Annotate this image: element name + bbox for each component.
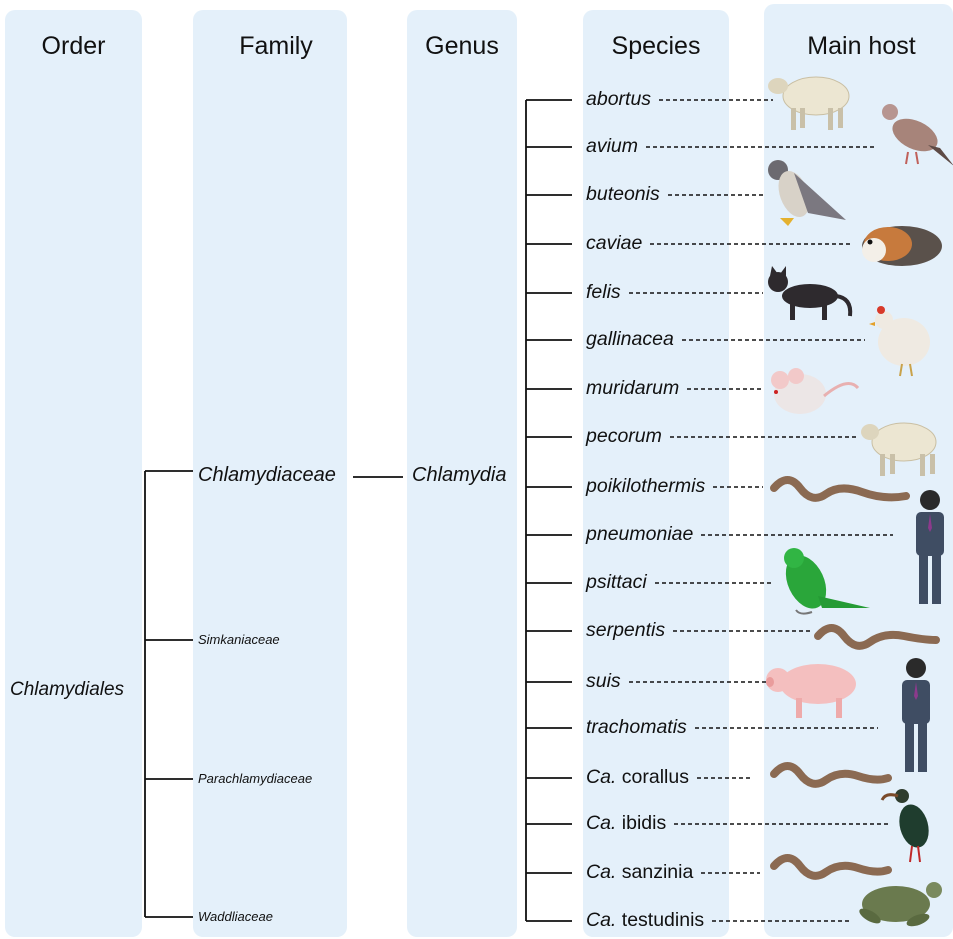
chicken-icon [869,306,930,376]
human-icon [916,490,944,604]
sheep-icon [861,423,936,476]
pigeon-icon [882,104,953,166]
pig-icon [766,664,856,718]
ibis-icon [882,789,933,862]
hawk-icon [768,160,846,226]
parrot-icon [778,548,870,615]
snake-icon [774,766,888,784]
sheep-icon [768,77,849,130]
snake-icon [774,480,906,498]
human-icon [902,658,930,772]
mouse-icon [771,368,858,414]
snake-icon [818,628,936,646]
guinea-pig-icon [862,226,942,266]
turtle-icon [857,882,942,929]
snake-icon [774,858,888,876]
cat-icon [768,266,850,320]
